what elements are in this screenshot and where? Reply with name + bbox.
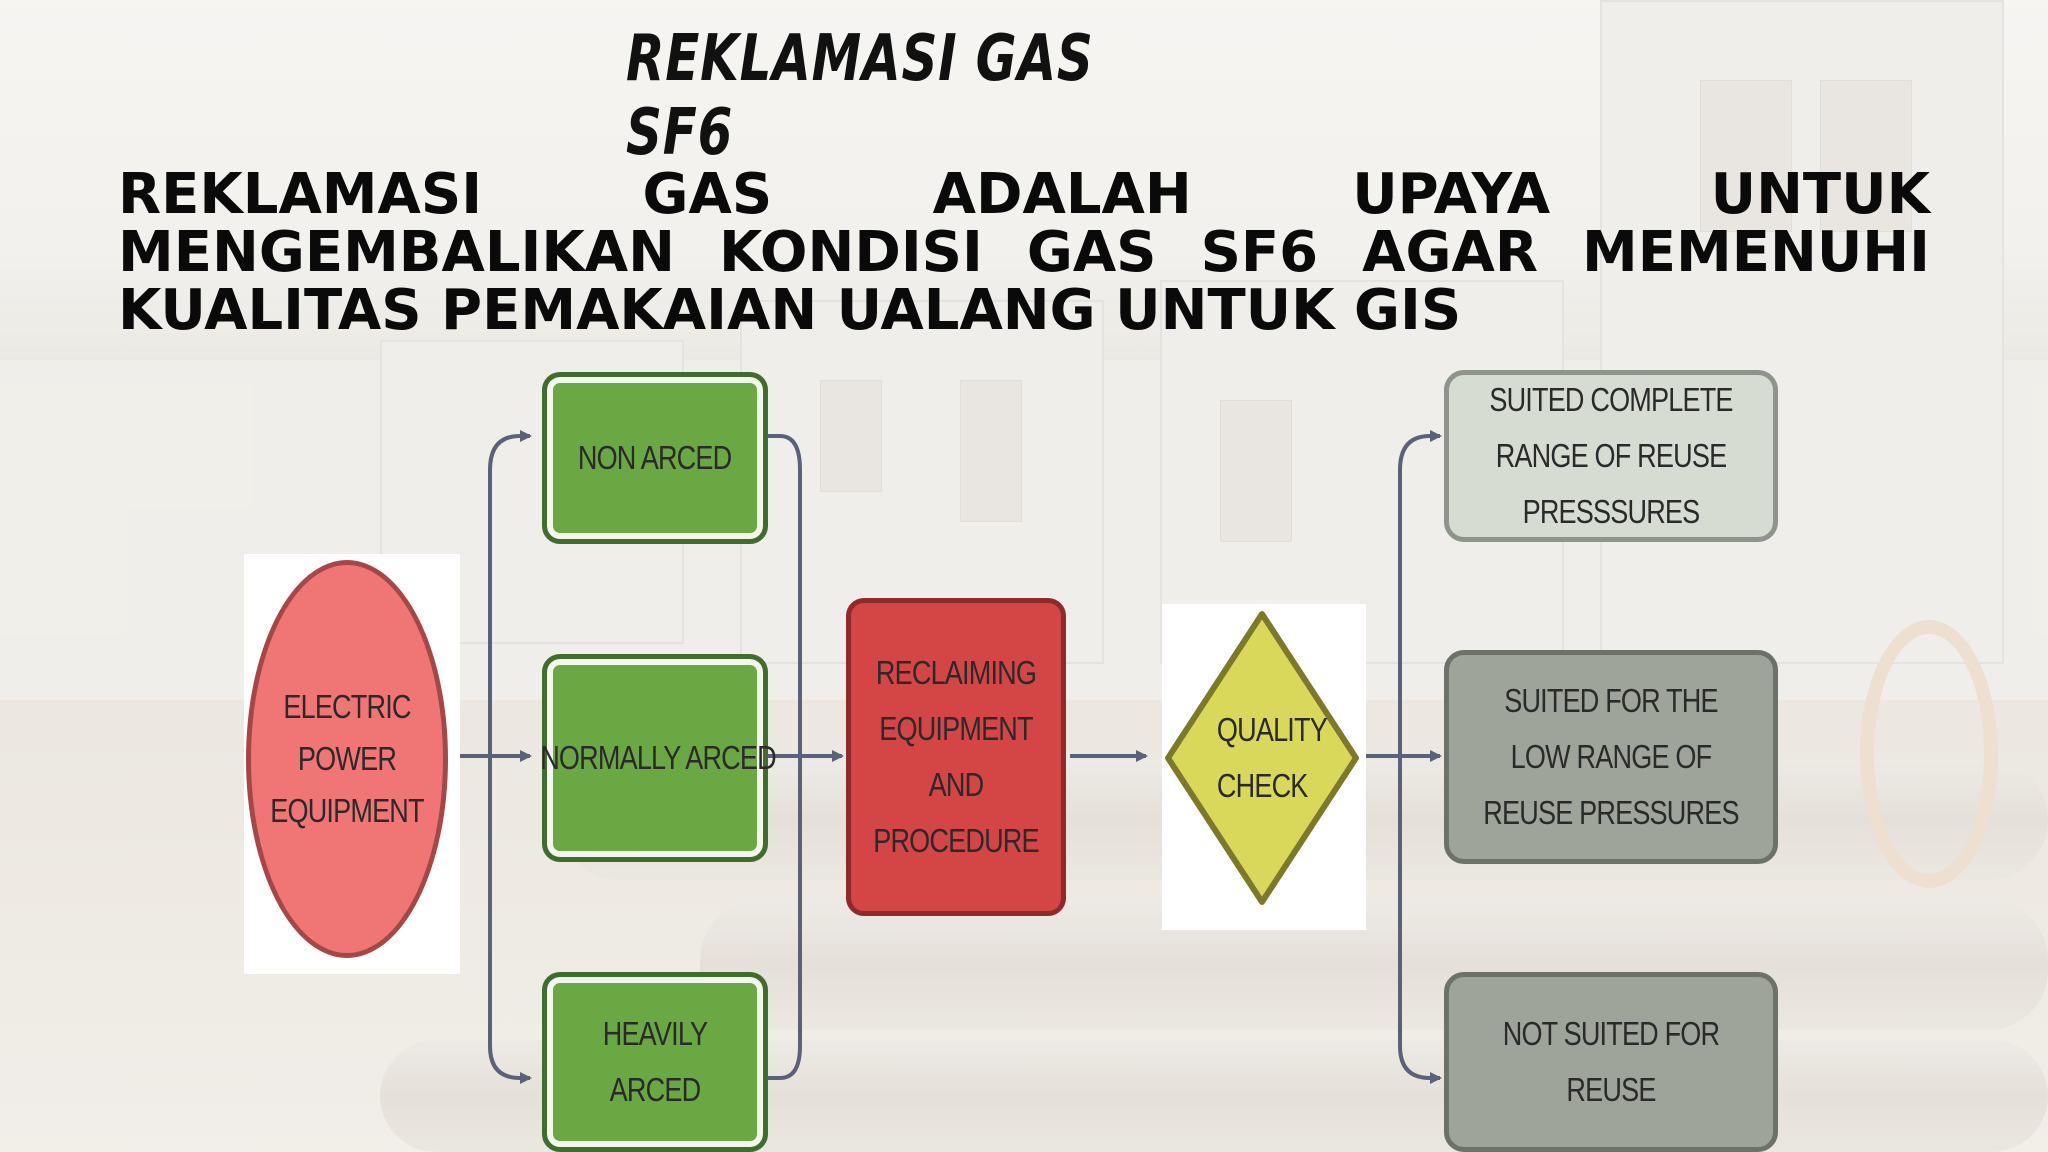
outcome-complete-range: SUITED COMPLETE RANGE OF REUSE PRESSSURE… [1444, 370, 1778, 542]
diamond-shape [1165, 611, 1359, 905]
source-node: ELECTRIC POWER EQUIPMENT [246, 560, 448, 958]
slide-title: REKLAMASI GAS SF6 [626, 22, 1094, 170]
outcome-label: SUITED COMPLETE RANGE OF REUSE PRESSSURE… [1489, 381, 1733, 530]
quality-check-label: QUALITY CHECK [1216, 711, 1328, 804]
quality-check-text: QUALITY CHECK [1192, 698, 1332, 818]
category-heavily-arced: HEAVILY ARCED [542, 972, 768, 1152]
category-label: NON ARCED [578, 439, 732, 476]
process-node: RECLAIMING EQUIPMENT AND PROCEDURE [846, 598, 1066, 916]
quality-check-node: QUALITY CHECK [1160, 606, 1364, 910]
slide-description: REKLAMASI GAS ADALAH UPAYA UNTUK MENGEMB… [118, 162, 1930, 343]
category-non-arced: NON ARCED [542, 372, 768, 544]
outcome-not-suited: NOT SUITED FOR REUSE [1444, 972, 1778, 1152]
outcome-label: NOT SUITED FOR REUSE [1502, 1015, 1720, 1108]
category-normally-arced: NORMALLY ARCED [540, 654, 777, 862]
outcome-label: SUITED FOR THE LOW RANGE OF REUSE PRESSU… [1483, 682, 1739, 831]
category-label: NORMALLY ARCED [540, 739, 776, 776]
outcome-low-range: SUITED FOR THE LOW RANGE OF REUSE PRESSU… [1444, 650, 1778, 864]
source-label: ELECTRIC POWER EQUIPMENT [270, 688, 424, 829]
category-label: HEAVILY ARCED [602, 1015, 708, 1108]
process-label: RECLAIMING EQUIPMENT AND PROCEDURE [873, 654, 1039, 859]
